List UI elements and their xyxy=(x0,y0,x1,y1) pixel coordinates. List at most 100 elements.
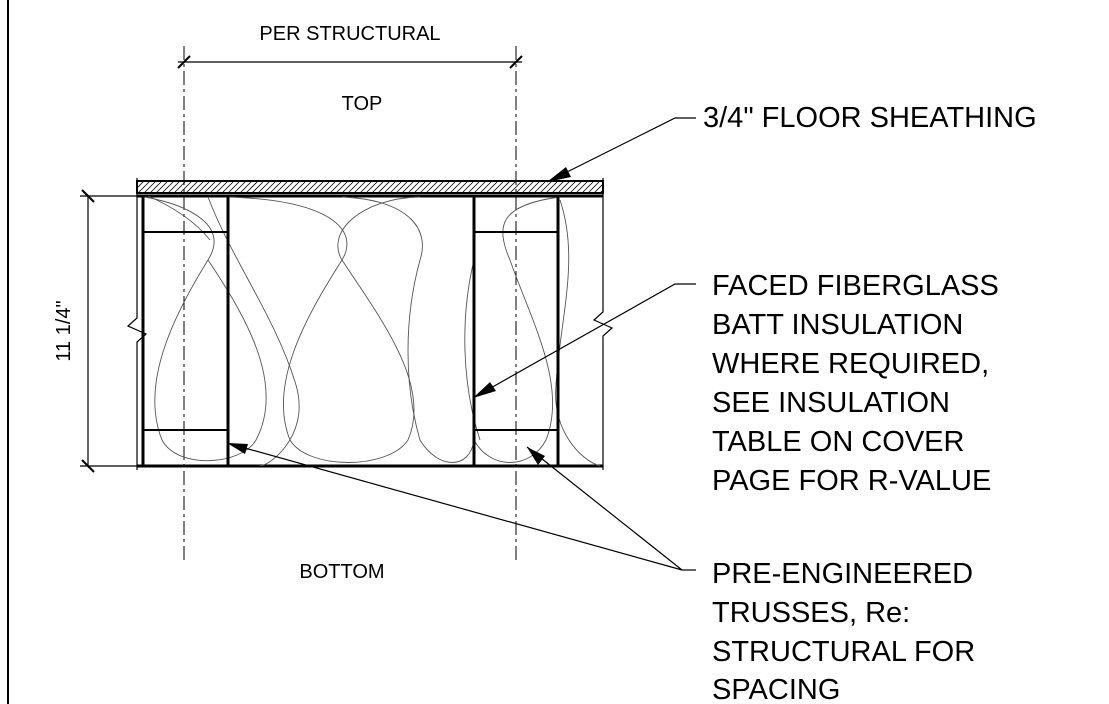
truss-right xyxy=(472,196,560,466)
sheathing-hatch-line xyxy=(461,181,475,193)
sheathing-hatch-line xyxy=(383,181,397,193)
sheathing-hatch-line xyxy=(425,181,439,193)
sheathing-hatch-line xyxy=(509,181,523,193)
sheathing-hatch-line xyxy=(227,181,241,193)
sheathing-hatch-line xyxy=(329,181,343,193)
sheathing-hatch-line xyxy=(353,181,367,193)
sheathing-hatch-line xyxy=(515,181,529,193)
sheathing-hatch-line xyxy=(371,181,385,193)
callout-trusses-line: PRE-ENGINEERED xyxy=(712,558,973,590)
spacing-dimension: PER STRUCTURAL xyxy=(177,23,523,69)
sheathing-hatch-line xyxy=(612,181,624,193)
callout-insulation-line: FACED FIBERGLASS xyxy=(712,270,999,302)
sheathing-hatch-line xyxy=(215,181,229,193)
sheathing-hatch-line xyxy=(618,181,630,193)
sheathing-hatch-line xyxy=(467,181,481,193)
sheathing-hatch-line xyxy=(491,181,505,193)
floor-sheathing xyxy=(120,180,630,198)
callout-sheathing-line: 3/4" FLOOR SHEATHING xyxy=(703,102,1037,134)
callout-insulation-line: TABLE ON COVER xyxy=(712,426,964,458)
sheathing-hatch-line xyxy=(161,181,175,193)
sheathing-hatch-line xyxy=(281,181,295,193)
break-line-left xyxy=(126,178,148,470)
sheathing-hatch-line xyxy=(473,181,487,193)
sheathing-hatch-line xyxy=(551,181,565,193)
sheathing-hatch-line xyxy=(431,181,445,193)
sheathing-hatch-line xyxy=(545,181,559,193)
batt-insulation xyxy=(144,195,601,467)
sheathing-hatch-line xyxy=(533,181,547,193)
sheathing-hatch-line xyxy=(167,181,181,193)
sheathing-hatch-line xyxy=(587,181,601,193)
sheathing-hatch-line xyxy=(137,181,151,193)
sheathing-hatch-line xyxy=(593,183,603,193)
callout-insulation: FACED FIBERGLASS BATT INSULATION WHERE R… xyxy=(712,270,999,497)
callout-trusses: PRE-ENGINEERED TRUSSES, Re: STRUCTURAL F… xyxy=(712,558,975,704)
sheathing-hatch-line xyxy=(437,181,451,193)
sheathing-hatch-line xyxy=(335,181,349,193)
leader-insulation xyxy=(472,283,696,399)
sheathing-hatch-line xyxy=(539,181,553,193)
sheathing-hatch-line xyxy=(407,181,421,193)
sheathing-hatch-line xyxy=(209,181,223,193)
bottom-label: BOTTOM xyxy=(299,561,384,583)
sheathing-hatch-line xyxy=(503,181,517,193)
sheathing-hatch-line xyxy=(275,181,289,193)
sheathing-hatch-line xyxy=(527,181,541,193)
sheathing-hatch-line xyxy=(581,181,595,193)
sheathing-hatch-line xyxy=(347,181,361,193)
dimension-label: 11 1/4" xyxy=(53,300,75,361)
height-dimension: 11 1/4" xyxy=(53,189,137,473)
callout-insulation-line: SEE INSULATION xyxy=(712,387,950,419)
sheathing-hatch-line xyxy=(365,181,379,193)
callout-trusses-line: TRUSSES, Re: xyxy=(712,597,910,629)
sheathing-hatch-line xyxy=(203,181,217,193)
leader-trusses xyxy=(226,442,696,571)
sheathing-hatch-line xyxy=(563,181,577,193)
sheathing-hatch-line xyxy=(251,181,265,193)
sheathing-hatch-line xyxy=(389,181,403,193)
callout-sheathing: 3/4" FLOOR SHEATHING xyxy=(703,102,1037,134)
sheathing-hatch-line xyxy=(401,181,415,193)
sheathing-hatch-line xyxy=(305,181,319,193)
per-structural-label: PER STRUCTURAL xyxy=(259,23,440,45)
sheathing-hatch-line xyxy=(497,181,511,193)
sheathing-hatch-line xyxy=(455,181,469,193)
sheathing-hatch-line xyxy=(599,189,603,193)
sheathing-hatch-line xyxy=(317,181,331,193)
sheathing-hatch-line xyxy=(137,181,145,189)
sheathing-hatch-line xyxy=(569,181,583,193)
sheathing-hatch-line xyxy=(173,181,187,193)
sheathing-hatch-line xyxy=(263,181,277,193)
sheathing-hatch-line xyxy=(197,181,211,193)
sheathing-hatch-line xyxy=(185,181,199,193)
sheathing-hatch-line xyxy=(359,181,373,193)
sheathing-hatch-line xyxy=(521,181,535,193)
callout-insulation-line: WHERE REQUIRED, xyxy=(712,348,989,380)
sheathing-hatch-line xyxy=(299,181,313,193)
sheathing-hatch-line xyxy=(221,181,235,193)
sheathing-hatch-line xyxy=(575,181,589,193)
sheathing-hatch-line xyxy=(311,181,325,193)
sheathing-hatch-line xyxy=(395,181,409,193)
sheathing-hatch-line xyxy=(179,181,193,193)
leader-sheathing xyxy=(546,117,696,183)
callout-insulation-line: BATT INSULATION xyxy=(712,309,963,341)
sheathing-hatch-line xyxy=(245,181,259,193)
sheathing-hatch-line xyxy=(191,181,205,193)
sheathing-hatch-line xyxy=(293,181,307,193)
sheathing-hatch-line xyxy=(479,181,493,193)
sheathing-hatch-line xyxy=(143,181,157,193)
sheathing-hatch-line xyxy=(485,181,499,193)
sheathing-hatch-line xyxy=(155,181,169,193)
sheathing-hatch-line xyxy=(323,181,337,193)
sheathing-hatch-line xyxy=(120,181,132,193)
sheathing-hatch-line xyxy=(239,181,253,193)
sheathing-hatch-line xyxy=(443,181,457,193)
sheathing-hatch-line xyxy=(257,181,271,193)
sheathing-hatch-line xyxy=(287,181,301,193)
sheathing-hatch-line xyxy=(606,181,618,193)
sheathing-hatch-line xyxy=(419,181,433,193)
sheathing-hatch-line xyxy=(557,181,571,193)
